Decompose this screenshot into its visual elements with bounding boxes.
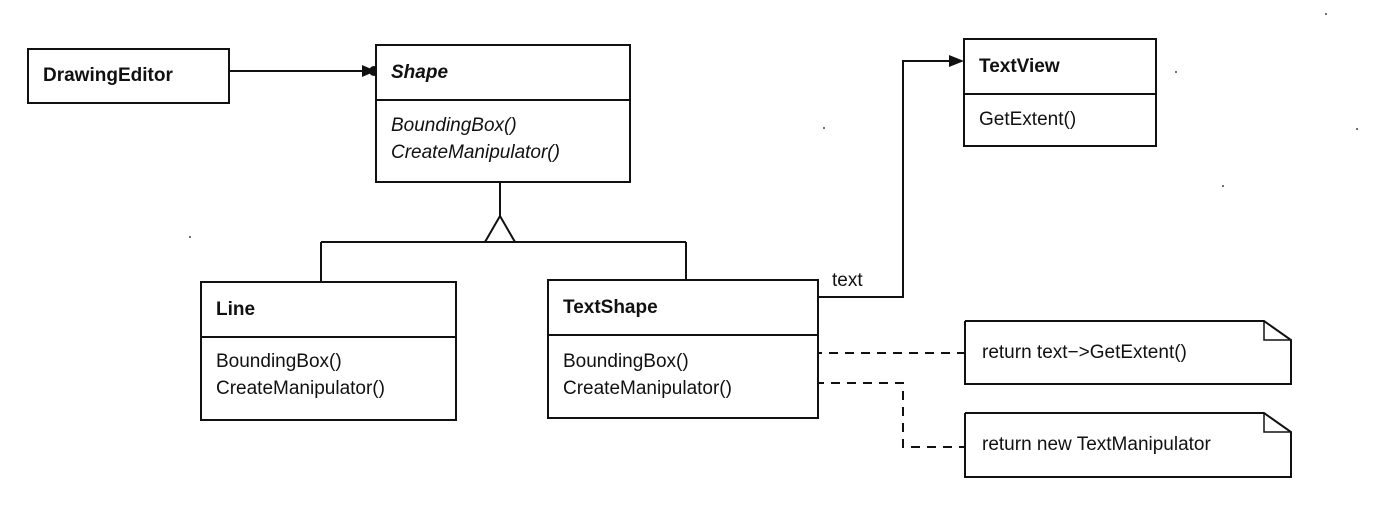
text-shape-operations: BoundingBox() CreateManipulator() [549,336,817,402]
shape-class-name: Shape [377,46,629,101]
scan-speckle [189,236,191,238]
text-view-operation: GetExtent() [979,109,1077,130]
inheritance-triangle-icon [483,213,517,243]
scan-speckle [1356,128,1358,130]
note-frame-icon [964,412,1292,478]
create-manipulator-note: return new TextManipulator [964,412,1293,478]
scan-speckle [823,127,825,129]
shape-class: Shape BoundingBox() CreateManipulator() [375,44,631,183]
line-operation: CreateManipulator() [216,378,385,399]
shape-operation: CreateManipulator() [391,142,560,163]
line-operation: BoundingBox() [216,351,342,372]
scan-speckle [1175,71,1177,73]
line-class-name: Line [202,283,455,338]
create-manipulator-note-connector [799,382,964,448]
scan-speckle [1222,185,1224,187]
text-shape-class: TextShape BoundingBox() CreateManipulato… [547,279,819,419]
text-view-operations: GetExtent() [965,95,1155,133]
line-class: Line BoundingBox() CreateManipulator() [200,281,457,421]
shape-operation: BoundingBox() [391,115,517,136]
note-frame-icon [964,320,1292,385]
bounding-box-note: return text−>GetExtent() [964,320,1293,385]
arrowhead-icon [949,55,964,67]
bounding-box-note-text: return text−>GetExtent() [982,341,1187,363]
line-operations: BoundingBox() CreateManipulator() [202,338,455,402]
text-shape-class-name: TextShape [549,281,817,336]
text-view-class-name: TextView [965,40,1155,95]
shape-operations: BoundingBox() CreateManipulator() [377,101,629,166]
text-shape-operation: CreateManipulator() [563,378,732,399]
text-association-connector [819,60,949,298]
scan-speckle [1325,13,1327,15]
drawing-editor-class-name: DrawingEditor [43,65,173,86]
text-association-label: text [832,270,863,291]
text-view-class: TextView GetExtent() [963,38,1157,147]
create-manipulator-note-text: return new TextManipulator [982,434,1211,455]
text-shape-operation: BoundingBox() [563,351,689,372]
drawing-editor-class: DrawingEditor [27,48,230,104]
